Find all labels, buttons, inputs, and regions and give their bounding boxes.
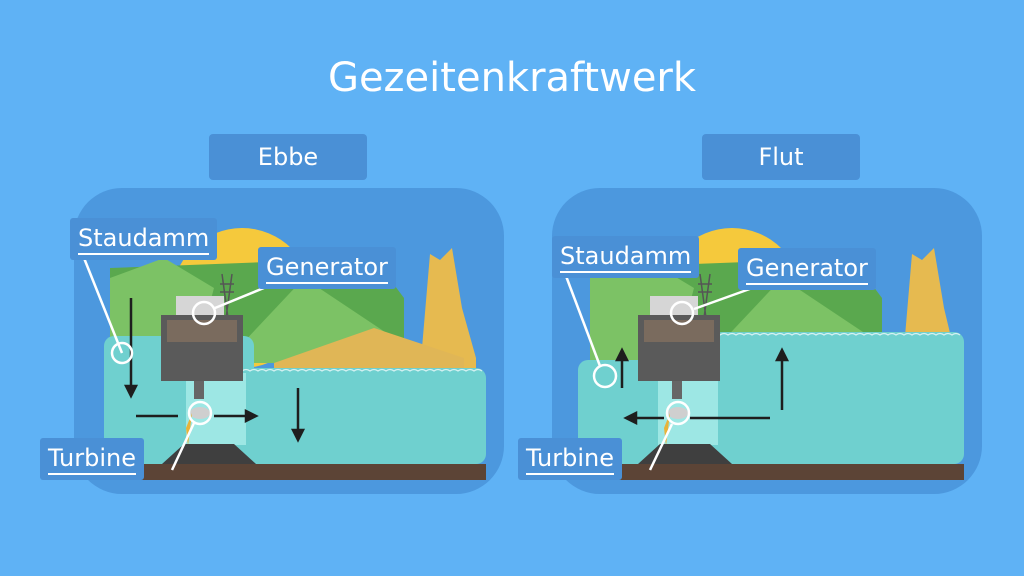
- turbine-marker: [187, 400, 213, 426]
- wave-line: [711, 332, 961, 336]
- turbine-axle: [672, 381, 682, 399]
- dam-marker: [592, 363, 618, 389]
- label-staudamm-ebbe: Staudamm: [70, 218, 218, 260]
- shore: [274, 328, 464, 368]
- cliff: [422, 248, 476, 378]
- label-turbine-flut: Turbine: [518, 438, 622, 480]
- flow-arrows: [614, 347, 790, 426]
- label-generator-flut: Generator: [738, 248, 876, 290]
- turbine-rotor: [668, 407, 688, 419]
- label-generator-ebbe: Generator: [258, 247, 396, 289]
- generator-room: [644, 320, 714, 342]
- panel-ebbe: [74, 188, 504, 494]
- ebbe-scene: [104, 228, 486, 480]
- generator-room: [167, 320, 237, 342]
- ground: [104, 464, 486, 480]
- turbine-marker: [665, 400, 691, 426]
- water-sea: [234, 368, 486, 464]
- flow-arrows: [123, 298, 306, 443]
- ground: [578, 464, 964, 480]
- generator-marker: [669, 300, 695, 326]
- water-sea: [712, 332, 964, 464]
- label-turbine-ebbe: Turbine: [40, 438, 144, 480]
- page-title: Gezeitenkraftwerk: [327, 55, 697, 101]
- label-staudamm-flut: Staudamm: [552, 236, 700, 278]
- generator-roof: [176, 296, 224, 316]
- tab-ebbe: Ebbe: [209, 134, 367, 180]
- turbine-axle: [194, 381, 204, 399]
- tab-flut: Flut: [702, 134, 860, 180]
- turbine-rotor: [190, 407, 210, 419]
- generator-marker: [191, 300, 217, 326]
- wave-line: [233, 368, 483, 372]
